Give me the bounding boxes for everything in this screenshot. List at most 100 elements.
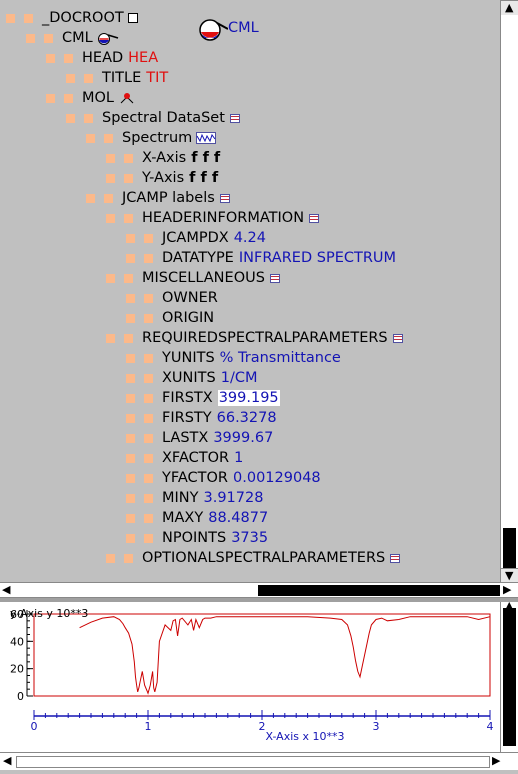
node-handle[interactable] xyxy=(124,333,133,343)
node-handle[interactable] xyxy=(144,293,153,303)
split-pane-divider[interactable] xyxy=(0,598,518,602)
node-handle[interactable] xyxy=(104,193,113,203)
collapse-toggle[interactable] xyxy=(86,193,95,203)
node-handle[interactable] xyxy=(144,473,153,483)
node-handle[interactable] xyxy=(144,433,153,443)
plot-scroll-up-arrow[interactable]: ▲ xyxy=(505,599,514,612)
node-handle[interactable] xyxy=(144,493,153,503)
node-handle[interactable] xyxy=(124,213,133,223)
node-handle[interactable] xyxy=(144,413,153,423)
collapse-toggle[interactable] xyxy=(126,233,135,243)
node-handle[interactable] xyxy=(144,233,153,243)
tree-node[interactable]: MISCELLANEOUS xyxy=(106,268,280,288)
collapse-toggle[interactable] xyxy=(126,533,135,543)
plot-scroll-right-arrow[interactable]: ▶ xyxy=(492,754,501,767)
collapse-toggle[interactable] xyxy=(6,13,15,23)
node-handle[interactable] xyxy=(144,373,153,383)
node-handle[interactable] xyxy=(124,173,133,183)
collapse-toggle[interactable] xyxy=(126,493,135,503)
collapse-toggle[interactable] xyxy=(86,133,95,143)
node-handle[interactable] xyxy=(64,53,73,63)
collapse-toggle[interactable] xyxy=(126,453,135,463)
node-handle[interactable] xyxy=(124,153,133,163)
tree-node[interactable]: OWNER xyxy=(126,288,218,308)
node-handle[interactable] xyxy=(124,273,133,283)
scroll-left-arrow[interactable]: ◀ xyxy=(2,583,11,596)
tree-horizontal-scrollbar[interactable]: ◀ ▶ xyxy=(0,582,518,598)
collapse-toggle[interactable] xyxy=(126,393,135,403)
collapse-toggle[interactable] xyxy=(126,373,135,383)
scroll-up-arrow[interactable]: ▲ xyxy=(501,0,518,15)
tree-node[interactable]: YUNITS% Transmittance xyxy=(126,348,341,368)
tree-vertical-scrollbar[interactable]: ▲ ▼ xyxy=(500,0,518,583)
tree-node[interactable]: HEADERINFORMATION xyxy=(106,208,320,228)
node-handle[interactable] xyxy=(84,73,93,83)
node-handle[interactable] xyxy=(44,33,53,43)
tree-node[interactable]: JCAMP labels xyxy=(86,188,230,208)
collapse-toggle[interactable] xyxy=(106,273,115,283)
tree-vertical-scroll-thumb[interactable] xyxy=(503,528,516,568)
node-handle[interactable] xyxy=(144,513,153,523)
node-handle[interactable] xyxy=(84,113,93,123)
node-handle[interactable] xyxy=(144,533,153,543)
collapse-toggle[interactable] xyxy=(126,293,135,303)
node-handle[interactable] xyxy=(124,553,133,563)
tree-node[interactable]: ORIGIN xyxy=(126,308,214,328)
scroll-right-arrow[interactable]: ▶ xyxy=(503,583,512,596)
tree-node[interactable]: _DOCROOT xyxy=(6,8,138,28)
collapse-toggle[interactable] xyxy=(66,73,75,83)
collapse-toggle[interactable] xyxy=(126,433,135,443)
node-handle[interactable] xyxy=(144,253,153,263)
collapse-toggle[interactable] xyxy=(106,333,115,343)
tree-node[interactable]: MOL xyxy=(46,88,136,108)
collapse-toggle[interactable] xyxy=(126,253,135,263)
tree-horizontal-scroll-thumb[interactable] xyxy=(258,585,500,596)
node-handle[interactable] xyxy=(104,133,113,143)
plot-vertical-scrollbar[interactable]: ▲ xyxy=(500,599,518,752)
plot-vertical-scroll-thumb[interactable] xyxy=(503,608,516,746)
scroll-down-arrow[interactable]: ▼ xyxy=(501,568,518,583)
collapse-toggle[interactable] xyxy=(106,553,115,563)
node-handle[interactable] xyxy=(144,313,153,323)
collapse-toggle[interactable] xyxy=(126,313,135,323)
collapse-toggle[interactable] xyxy=(106,213,115,223)
collapse-toggle[interactable] xyxy=(46,93,55,103)
node-handle[interactable] xyxy=(144,453,153,463)
node-handle[interactable] xyxy=(144,353,153,363)
collapse-toggle[interactable] xyxy=(126,473,135,483)
tree-node[interactable]: Spectrum xyxy=(86,128,217,148)
collapse-toggle[interactable] xyxy=(46,53,55,63)
tree-node[interactable]: REQUIREDSPECTRALPARAMETERS xyxy=(106,328,403,348)
collapse-toggle[interactable] xyxy=(106,173,115,183)
plot-horizontal-scrollbar[interactable]: ◀ ▶ xyxy=(0,752,518,770)
collapse-toggle[interactable] xyxy=(126,353,135,363)
collapse-toggle[interactable] xyxy=(26,33,35,43)
collapse-toggle[interactable] xyxy=(126,413,135,423)
node-handle[interactable] xyxy=(144,393,153,403)
collapse-toggle[interactable] xyxy=(106,153,115,163)
collapse-toggle[interactable] xyxy=(126,513,135,523)
tree-node[interactable]: OPTIONALSPECTRALPARAMETERS xyxy=(106,548,401,568)
tree-node[interactable]: CML xyxy=(26,28,119,48)
node-handle[interactable] xyxy=(64,93,73,103)
plot-horizontal-scroll-thumb[interactable] xyxy=(16,756,490,768)
plot-scroll-left-arrow[interactable]: ◀ xyxy=(3,754,12,767)
collapse-toggle[interactable] xyxy=(66,113,75,123)
node-handle[interactable] xyxy=(24,13,33,23)
tree-node[interactable]: Spectral DataSet xyxy=(66,108,240,128)
